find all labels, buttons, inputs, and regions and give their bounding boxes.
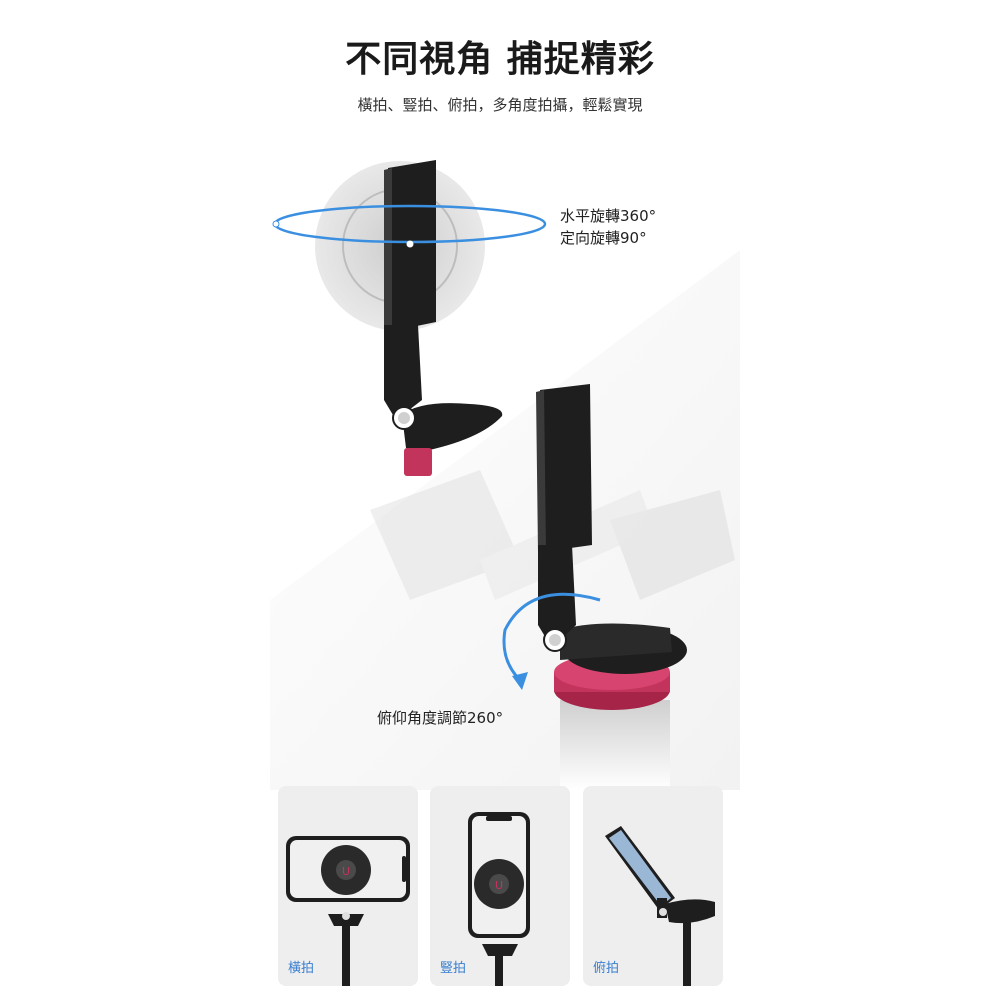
overhead-mode-card: 俯拍	[583, 786, 723, 986]
overhead-mode-label: 俯拍	[593, 961, 620, 976]
mode-cards: U 橫拍 U 豎拍 俯拍	[278, 786, 723, 986]
svg-text:U: U	[342, 865, 350, 878]
portrait-mode-card: U 豎拍	[430, 786, 570, 986]
rotation-horizontal-label: 水平旋轉360°	[560, 207, 657, 225]
rotation-directional-label: 定向旋轉90°	[560, 229, 647, 247]
svg-text:U: U	[495, 879, 503, 892]
landscape-mode-label: 橫拍	[288, 961, 315, 976]
landscape-phone-illustration: U	[286, 836, 410, 986]
hero-illustration	[270, 160, 740, 790]
tilt-arrow	[502, 592, 601, 682]
portrait-phone-illustration: U	[468, 812, 530, 986]
subhead: 橫拍、豎拍、俯拍，多角度拍攝，輕鬆實現	[357, 96, 643, 114]
portrait-mode-label: 豎拍	[440, 961, 467, 976]
headline: 不同視角 捕捉精彩	[345, 39, 655, 80]
overhead-phone-illustration	[605, 826, 715, 986]
landscape-mode-card: U 橫拍	[278, 786, 418, 986]
rotation-callout: 水平旋轉360° 定向旋轉90°	[560, 205, 656, 249]
upper-mount	[315, 160, 503, 476]
tilt-callout: 俯仰角度調節260°	[377, 709, 504, 727]
lower-mount	[536, 384, 687, 790]
